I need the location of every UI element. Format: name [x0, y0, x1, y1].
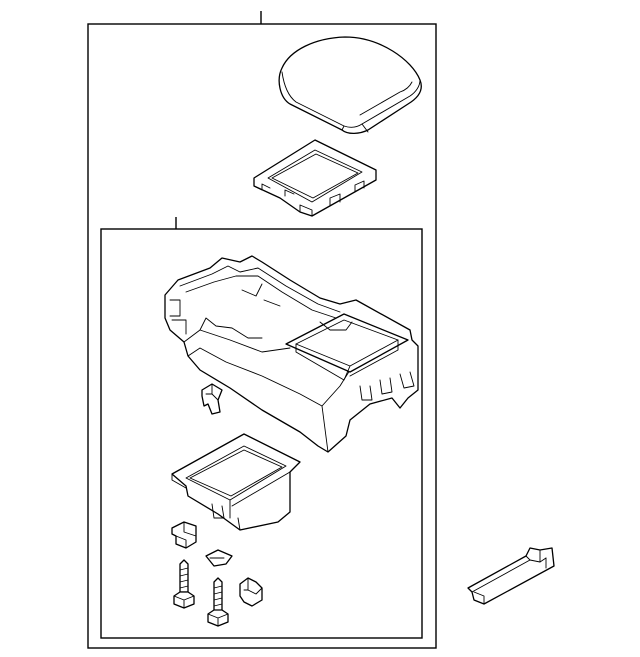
inner-assembly-box	[100, 217, 423, 639]
armrest-lid[interactable]	[278, 36, 422, 135]
side-bracket[interactable]	[467, 547, 555, 605]
console-body[interactable]	[164, 255, 419, 453]
lid-frame[interactable]	[253, 139, 377, 217]
screw-left[interactable]	[173, 559, 195, 609]
storage-tray[interactable]	[171, 433, 301, 531]
upper-clip[interactable]	[171, 521, 197, 549]
bracket-clip[interactable]	[239, 577, 263, 607]
outer-assembly-box	[87, 11, 437, 649]
screw-right[interactable]	[207, 577, 229, 627]
small-clip[interactable]	[201, 383, 223, 415]
lower-clip[interactable]	[205, 549, 233, 567]
